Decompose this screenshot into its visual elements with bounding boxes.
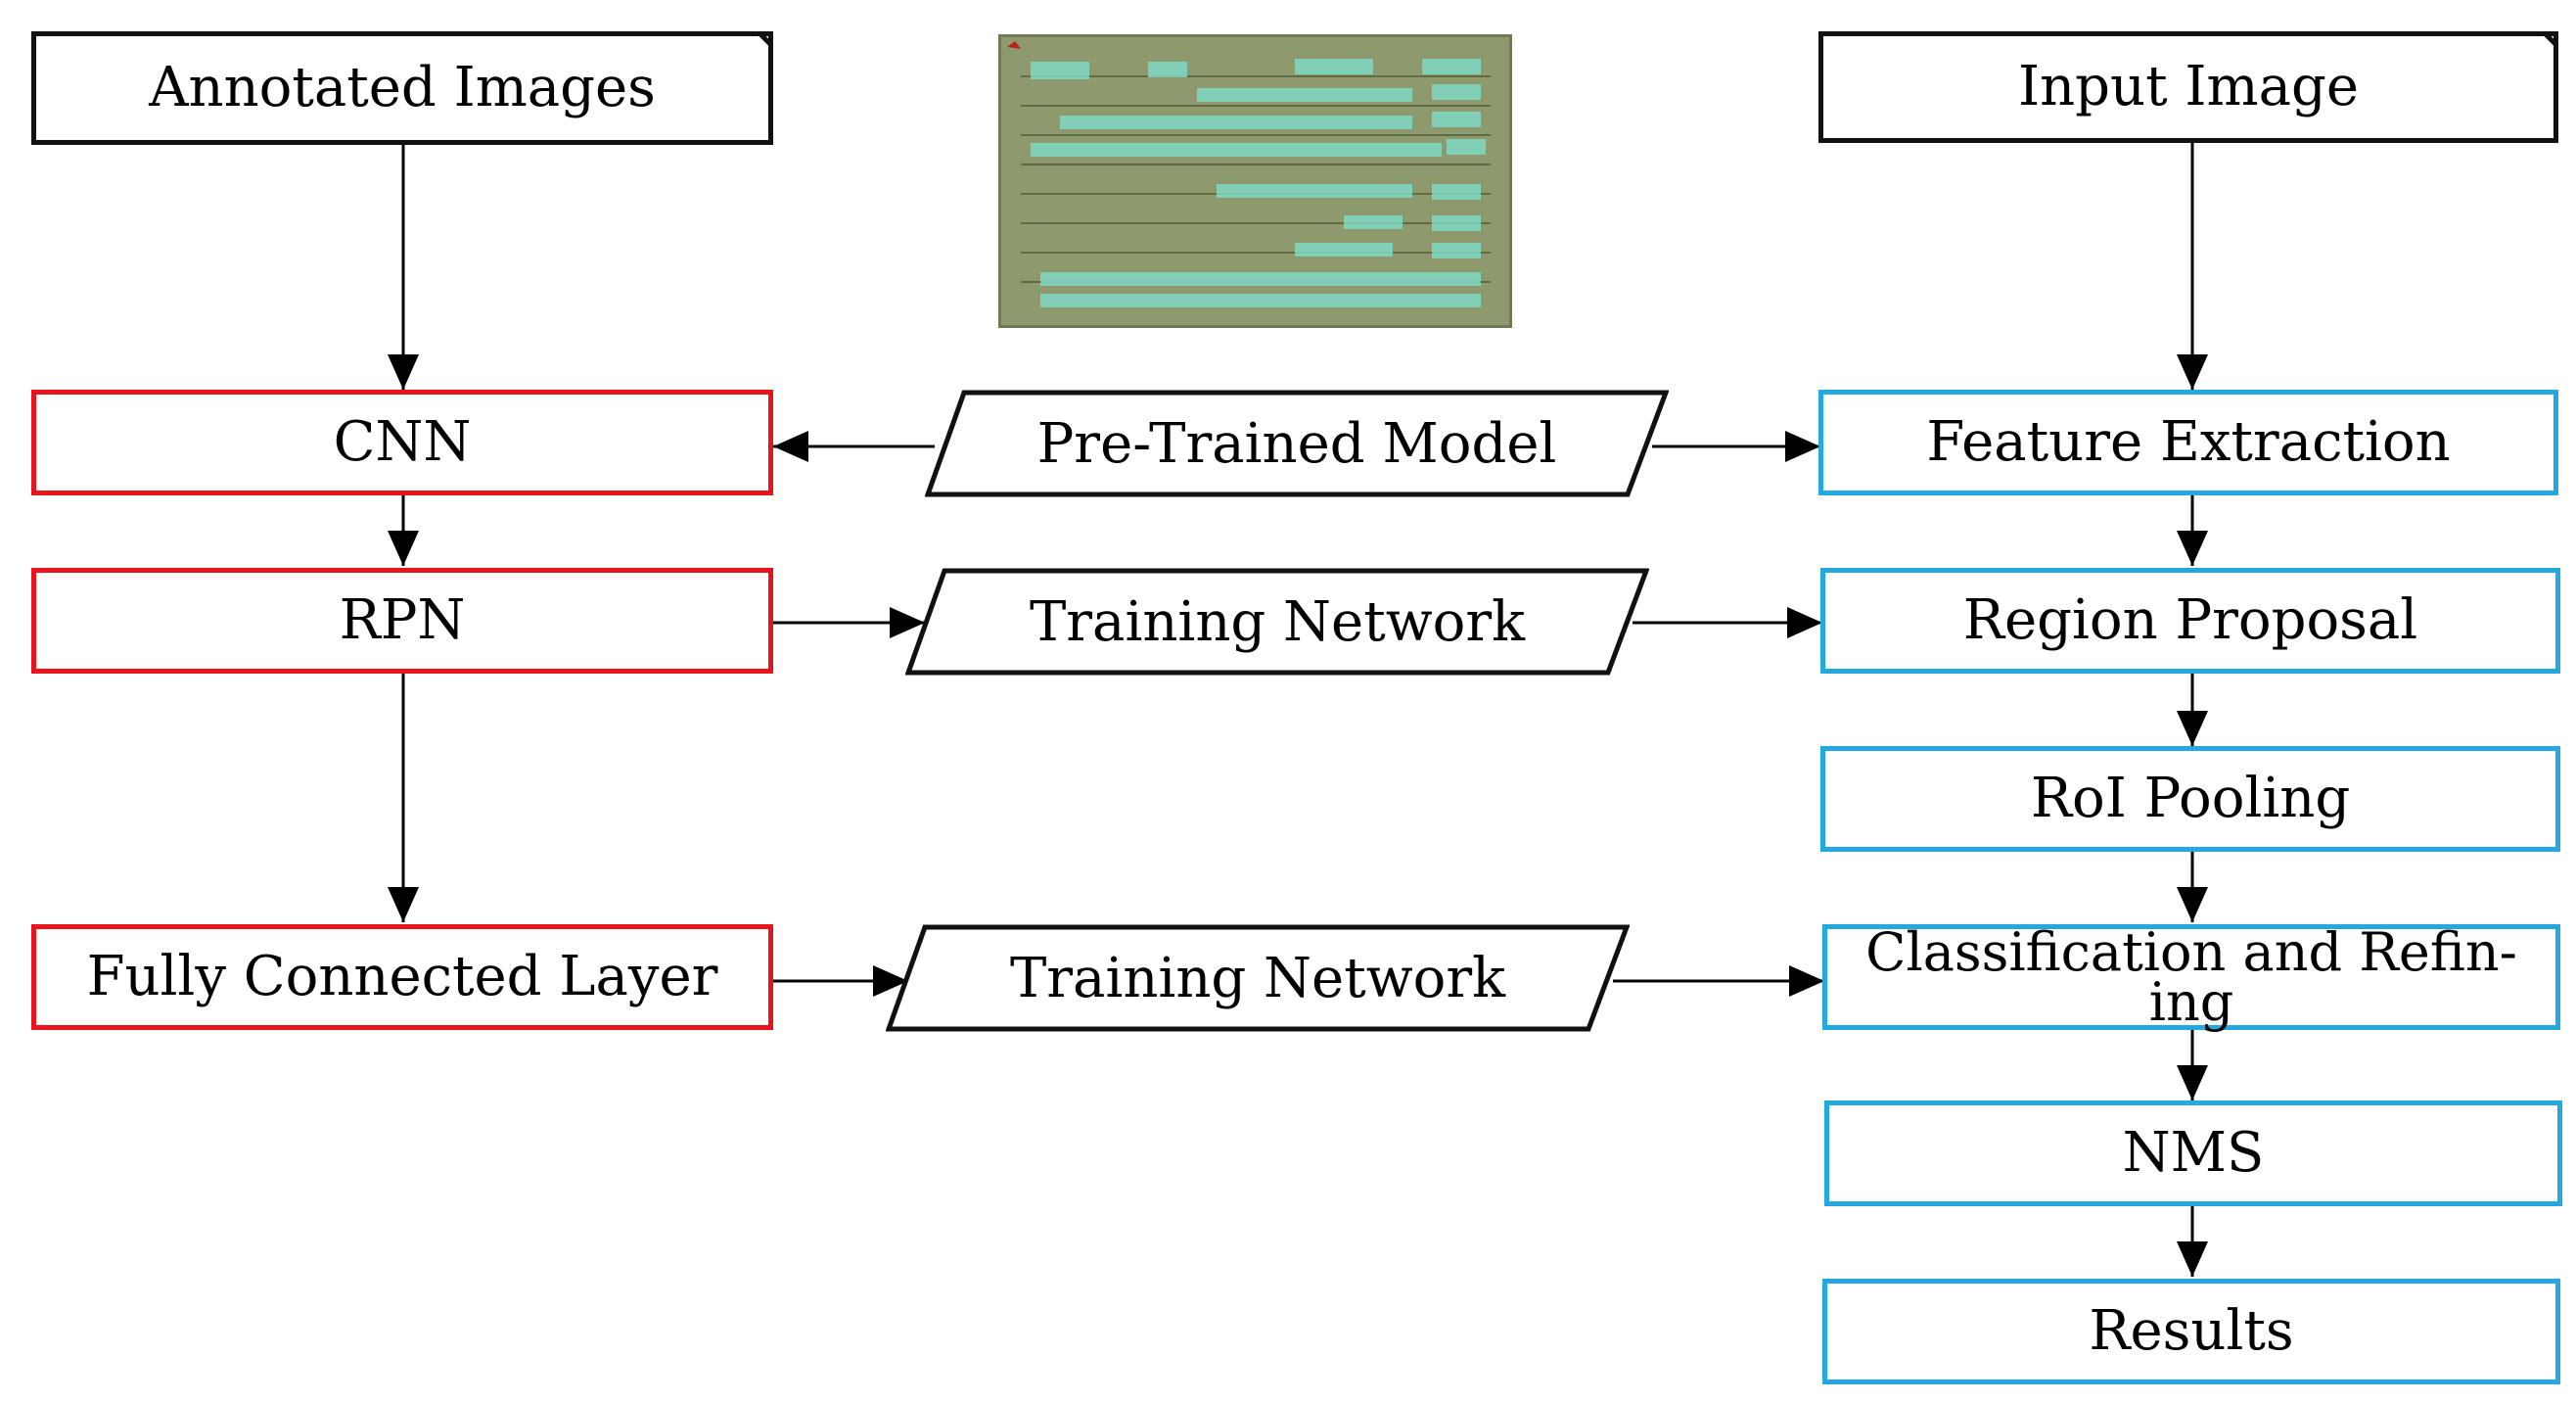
annotated-images-box: Annotated Images bbox=[31, 31, 773, 145]
feature-extraction-label: Feature Extraction bbox=[1926, 410, 2451, 474]
feature-extraction-box: Feature Extraction bbox=[1818, 390, 2558, 495]
roi-pooling-label: RoI Pooling bbox=[2030, 767, 2351, 830]
classification-label-line2: ing bbox=[2148, 971, 2234, 1033]
cnn-label: CNN bbox=[333, 410, 472, 474]
folded-corner-shape bbox=[1820, 31, 2558, 51]
pretrained-model-label: Pre-Trained Model bbox=[1036, 411, 1557, 476]
parallelogram-shape bbox=[925, 390, 1669, 497]
parallelogram-shape bbox=[905, 568, 1649, 676]
folded-corner-shape bbox=[33, 31, 773, 51]
training-network-1-label: Training Network bbox=[1029, 589, 1526, 654]
document-thumbnail-drawing bbox=[1001, 37, 1509, 325]
pretrained-model-box: Pre-Trained Model bbox=[925, 390, 1669, 497]
training-network-2-box: Training Network bbox=[886, 924, 1630, 1032]
nms-label: NMS bbox=[2122, 1121, 2265, 1185]
roi-pooling-box: RoI Pooling bbox=[1820, 746, 2560, 852]
annotated-images-label: Annotated Images bbox=[149, 56, 656, 119]
fully-connected-box: Fully Connected Layer bbox=[31, 924, 773, 1030]
fully-connected-label: Fully Connected Layer bbox=[86, 945, 718, 1008]
document-thumbnail bbox=[998, 34, 1512, 328]
rpn-box: RPN bbox=[31, 568, 773, 674]
input-image-label: Input Image bbox=[2017, 55, 2359, 118]
training-network-2-label: Training Network bbox=[1009, 946, 1506, 1010]
classification-label-line1: Classification and Refin- bbox=[1865, 920, 2517, 983]
region-proposal-box: Region Proposal bbox=[1820, 568, 2560, 674]
input-image-box: Input Image bbox=[1818, 31, 2558, 143]
training-network-1-box: Training Network bbox=[905, 568, 1649, 676]
classification-refining-box: Classification and Refin- ing bbox=[1822, 924, 2560, 1030]
parallelogram-shape bbox=[886, 924, 1630, 1032]
results-box: Results bbox=[1822, 1279, 2560, 1384]
cnn-box: CNN bbox=[31, 390, 773, 495]
results-label: Results bbox=[2089, 1299, 2294, 1363]
rpn-label: RPN bbox=[339, 588, 466, 652]
nms-box: NMS bbox=[1824, 1100, 2562, 1206]
region-proposal-label: Region Proposal bbox=[1962, 588, 2418, 652]
